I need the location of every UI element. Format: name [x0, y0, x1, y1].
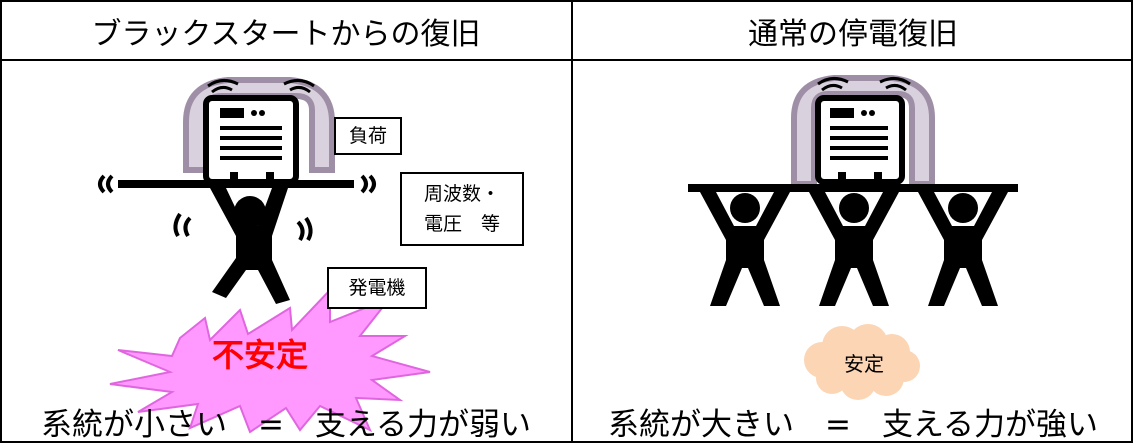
generator-label: 発電機 — [327, 267, 427, 309]
header-left: ブラックスタートからの復旧 — [91, 17, 481, 52]
caption-right: 系統が大きい = 支える力が強い — [607, 407, 1099, 443]
caption-left: 系統が小さい = 支える力が弱い — [40, 407, 532, 443]
load-label: 負荷 — [334, 117, 402, 155]
machine-icon — [791, 75, 935, 187]
cloud-shape — [804, 324, 920, 400]
person-icon — [700, 192, 790, 306]
person-icon — [809, 192, 899, 306]
person-icon — [210, 188, 290, 304]
bar — [118, 180, 354, 188]
header-right: 通常の停電復旧 — [748, 17, 958, 52]
freq-voltage-label: 周波数・ 電圧 等 — [400, 172, 524, 246]
unstable-label: 不安定 — [211, 336, 308, 374]
left-figure — [98, 77, 431, 434]
stable-label: 安定 — [844, 351, 884, 376]
vibration-marks — [98, 174, 376, 242]
person-icon — [918, 192, 1008, 306]
bar — [688, 184, 1018, 192]
burst-shape — [109, 287, 431, 434]
